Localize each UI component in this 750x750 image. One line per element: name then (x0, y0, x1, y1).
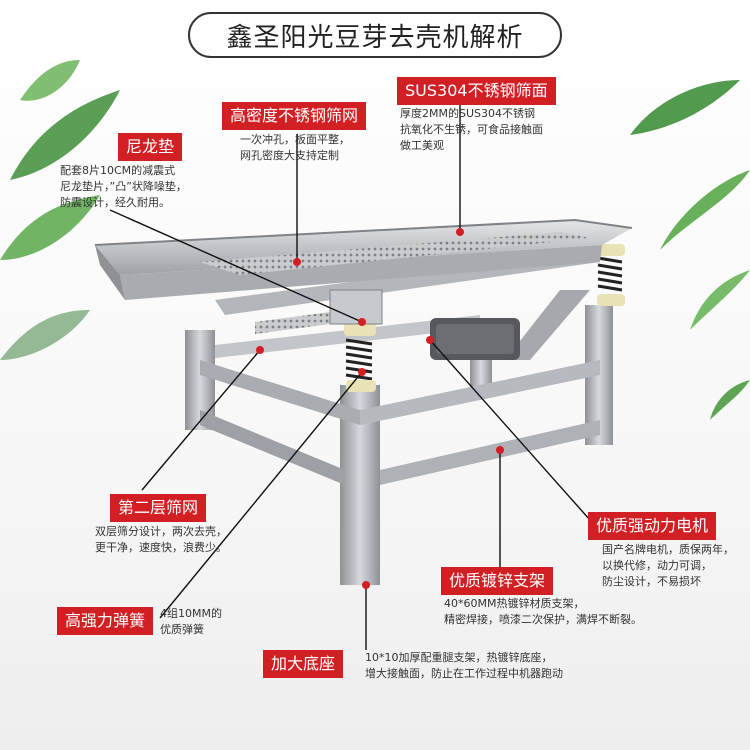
nylon-pad-line: 尼龙垫片，”凸”状降噪垫， (60, 180, 187, 193)
base-line: 10*10加厚配重腿支架，热镀锌底座， (365, 651, 553, 664)
spring-line: 4组10MM的 (160, 607, 222, 620)
screen-mesh-desc: 一次冲孔，板面平整， 网孔密度大支持定制 (240, 132, 350, 164)
second-layer-line: 更干净，速度快，浪费少。 (95, 541, 227, 554)
leaf-decoration-right (630, 80, 750, 420)
spring-line: 优质弹簧 (160, 623, 204, 636)
base-line: 增大接触面，防止在工作过程中机器跑动 (365, 667, 563, 680)
sus304-label: SUS304不锈钢筛面 (397, 77, 556, 105)
nylon-pad-line: 防震设计，经久耐用。 (60, 196, 170, 209)
galvanized-frame-line: 40*60MM热镀锌材质支架， (444, 597, 585, 610)
screen-mesh-label: 高密度不锈钢筛网 (222, 102, 367, 130)
second-layer-desc: 双层筛分设计，两次去壳， 更干净，速度快，浪费少。 (95, 524, 227, 556)
nylon-pad-line: 配套8片10CM的减震式 (60, 164, 176, 177)
sus304-desc: 厚度2MM的SUS304不锈钢 抗氧化不生锈，可食品接触面 做工美观 (400, 106, 543, 154)
sus304-line: 抗氧化不生锈，可食品接触面 (400, 123, 543, 136)
galvanized-frame-label: 优质镀锌支架 (441, 567, 554, 595)
motor-desc: 国产名牌电机，质保两年， 以换代修，动力可调， 防尘设计，不易损坏 (602, 542, 734, 590)
screen-mesh-line: 网孔密度大支持定制 (240, 149, 339, 162)
sus304-line: 做工美观 (400, 139, 444, 152)
base-desc: 10*10加厚配重腿支架，热镀锌底座， 增大接触面，防止在工作过程中机器跑动 (365, 650, 563, 682)
base-label: 加大底座 (263, 650, 344, 678)
motor-line: 防尘设计，不易损坏 (602, 575, 701, 588)
motor-line: 国产名牌电机，质保两年， (602, 543, 734, 556)
motor-label: 优质强动力电机 (588, 512, 717, 540)
motor-line: 以换代修，动力可调， (602, 559, 712, 572)
second-layer-line: 双层筛分设计，两次去壳， (95, 525, 227, 538)
nylon-pad-desc: 配套8片10CM的减震式 尼龙垫片，”凸”状降噪垫， 防震设计，经久耐用。 (60, 163, 187, 211)
nylon-pad-label: 尼龙垫 (118, 133, 183, 161)
spring-label: 高强力弹簧 (57, 607, 154, 635)
second-layer-label: 第二层筛网 (110, 494, 207, 522)
screen-mesh-line: 一次冲孔，板面平整， (240, 133, 350, 146)
leaf-decoration-left (0, 60, 120, 360)
page-title: 鑫圣阳光豆芽去壳机解析 (188, 12, 562, 58)
sus304-line: 厚度2MM的SUS304不锈钢 (400, 107, 535, 120)
galvanized-frame-line: 精密焊接，喷漆二次保护，满焊不断裂。 (444, 613, 642, 626)
spring-desc: 4组10MM的 优质弹簧 (160, 606, 222, 638)
galvanized-frame-desc: 40*60MM热镀锌材质支架， 精密焊接，喷漆二次保护，满焊不断裂。 (444, 596, 642, 628)
